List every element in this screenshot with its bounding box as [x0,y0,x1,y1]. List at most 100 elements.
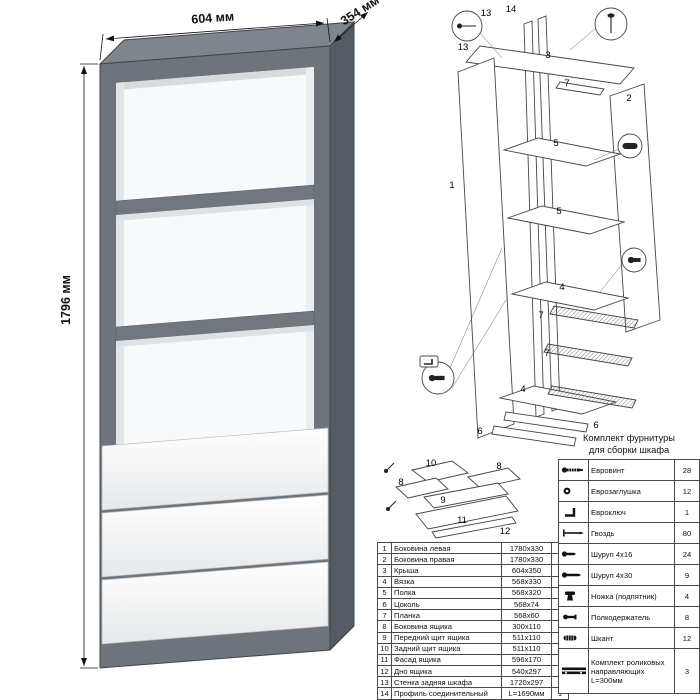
hardware-name: Комплект роликовых направляющих L=300мм [588,648,675,694]
part-num: 10 [377,642,392,655]
part-num: 3 [377,564,392,577]
table-row: 6Цоколь568x741 [377,597,569,611]
callout-number: 13 [481,8,492,19]
part-size: 568x330 [501,575,552,588]
hex-key-icon [561,506,587,518]
table-row: 3Крыша604x3501 [377,564,569,577]
hardware-qty: 9 [674,564,700,586]
callout-number: 9 [440,495,445,506]
dimension-depth [333,11,369,43]
table-row: Шуруп 4x30 9 [558,564,700,586]
callout-number: 8 [496,461,501,472]
part-size: L=1690мм [501,687,552,700]
hardware-name: Евровинт [588,459,675,481]
table-row: Гвоздь 80 [558,522,700,544]
hardware-name: Шкант [588,627,675,649]
drawer-rails [543,305,639,409]
roller-guides-icon [561,665,587,677]
part-num: 8 [377,620,392,633]
part-size: 568x60 [501,609,552,622]
part-name: Полка [391,586,502,599]
callout-number: 5 [553,138,558,149]
callout-number: 7 [564,78,569,89]
part-num: 1 [377,541,392,555]
part-size: 511x110 [501,642,552,655]
part-size: 568x320 [501,586,552,599]
table-row: Шкант 12 [558,627,700,649]
part-num: 11 [377,653,392,667]
euroscrew-icon [561,464,587,476]
table-row: Ножка (подпятник) 4 [558,585,700,607]
screw-4x30-icon [561,569,587,581]
callout-number: 5 [556,206,561,217]
table-row: 5Полка568x3202 [377,586,569,599]
table-row: Еврозаглушка 12 [558,480,700,502]
cabinet-body [98,20,356,669]
part-name: Вязка [391,575,502,588]
callout-fastener-glyphs [424,13,641,382]
part-size: 1780x330 [501,553,552,566]
hardware-name: Шуруп 4x30 [588,564,675,586]
callout-number: 4 [520,384,525,395]
part-name: Профиль соединительный [391,687,502,700]
hardware-qty: 12 [674,480,700,502]
callout-number: 11 [457,515,467,526]
part-num: 6 [377,597,392,611]
hardware-qty: 1 [674,501,700,523]
hardware-qty: 3 [674,648,700,694]
callout-number: 6 [593,420,598,431]
part-name: Фасад ящика [391,653,502,667]
carcass-panels [457,15,661,447]
dimension-width [99,17,331,61]
hardware-name: Ножка (подпятник) [588,585,675,607]
hardware-kit-title-line2: для сборки шкафа [588,444,670,455]
hardware-qty: 28 [674,459,700,481]
part-name: Планка [391,609,502,622]
part-num: 5 [377,586,392,599]
callout-number: 3 [545,50,550,61]
callout-number: 1 [449,180,454,191]
part-num: 9 [377,631,392,644]
table-row: 7Планка568x603 [377,609,569,622]
foot-glide-icon [561,590,587,602]
hardware-name: Полкодержатель [588,606,675,628]
hardware-qty: 80 [674,522,700,544]
screw-4x16-icon [561,548,587,560]
callout-number: 13 [458,42,469,53]
part-num: 14 [377,687,392,700]
callout-number: 12 [500,526,511,537]
euro-cap-icon [561,485,587,497]
drawer-screw-glyphs [384,462,397,511]
part-name: Боковина левая [391,541,502,555]
part-num: 7 [377,609,392,622]
table-row: Полкодержатель 8 [558,606,700,628]
part-num: 12 [377,665,392,678]
table-row: Шуруп 4x16 24 [558,543,700,565]
table-row: 4Вязка568x3302 [377,575,569,588]
dimension-height [80,63,98,669]
part-size: 1780x330 [501,541,552,555]
part-name: Крыша [391,564,502,577]
part-num: 2 [377,553,392,566]
part-name: Стенка задняя шкафа [391,676,502,689]
callout-number: 7 [544,348,549,359]
part-size: 1720x297 [501,676,552,689]
hardware-qty: 24 [674,543,700,565]
hardware-qty: 12 [674,627,700,649]
hardware-name: Гвоздь [588,522,675,544]
part-size: 604x350 [501,564,552,577]
callout-number: 6 [477,426,482,437]
hardware-qty: 4 [674,585,700,607]
part-size: 300x110 [501,620,552,633]
part-size: 511x110 [501,631,552,644]
hardware-qty: 8 [674,606,700,628]
